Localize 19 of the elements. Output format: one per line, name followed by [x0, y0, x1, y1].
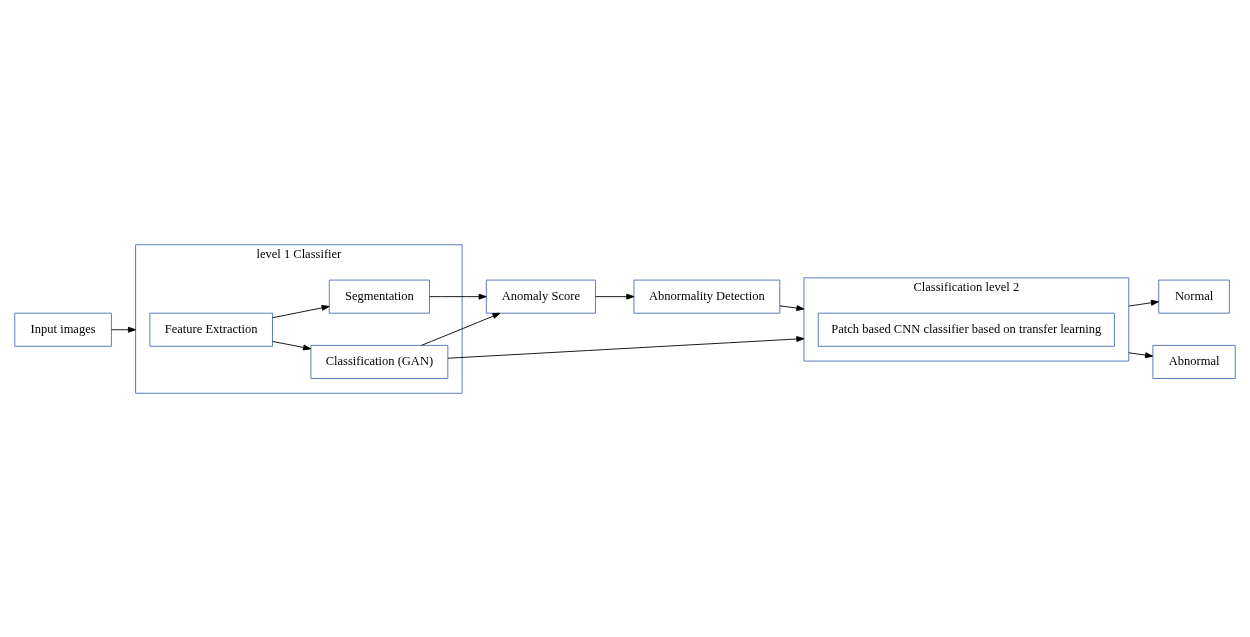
arrow: [272, 340, 312, 350]
arrow: [779, 304, 805, 311]
arrow: [421, 312, 501, 346]
arrow: [111, 326, 137, 333]
node-box: Input images: [14, 312, 112, 347]
node-box: Segmentation: [328, 279, 430, 314]
arrow: [1128, 351, 1154, 358]
arrow: [1128, 299, 1159, 306]
node-box: Anomaly Score: [485, 279, 596, 314]
arrow: [447, 335, 805, 359]
node-box: Classification (GAN): [310, 344, 449, 379]
node-box: Patch based CNN classifier based on transfer learning: [817, 312, 1115, 347]
node-box: Abnormality Detection: [633, 279, 781, 314]
arrow: [595, 293, 635, 300]
node-box: Abnormal: [1152, 344, 1236, 379]
arrow: [272, 304, 330, 318]
arrow: [429, 293, 487, 300]
node-box: Feature Extraction: [149, 312, 273, 347]
node-box: Normal: [1158, 279, 1230, 314]
